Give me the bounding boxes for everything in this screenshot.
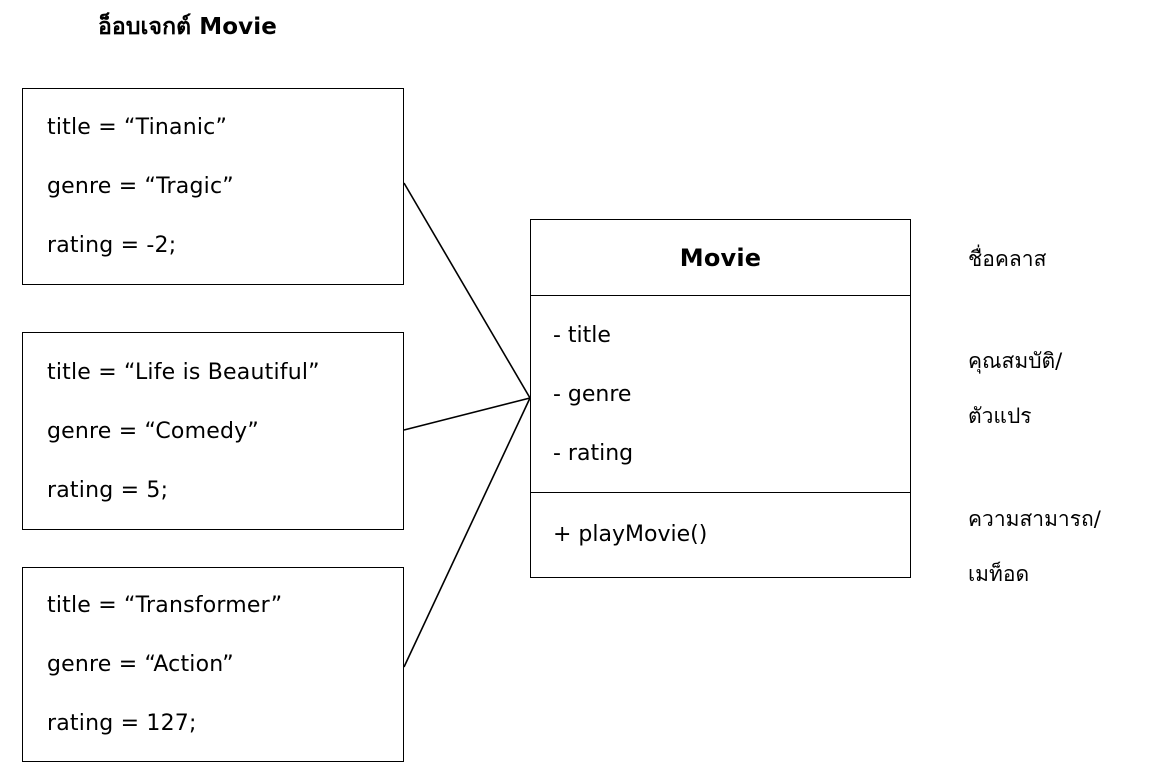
object-field-genre: genre = “Tragic” [47,174,234,199]
class-name-compartment: Movie [531,220,910,296]
object-field-genre: genre = “Comedy” [47,418,259,444]
connector-line-object2 [403,397,531,431]
class-method-playmovie: + playMovie() [553,522,708,547]
connector-line-object1 [403,182,531,399]
object-field-rating: rating = 127; [47,711,197,736]
annotation-methods: ความสามารถ/ เมท็อด [968,492,1101,602]
object-box-life-is-beautiful[interactable]: title = “Life is Beautiful” genre = “Com… [22,332,404,530]
annotation-methods-line2: เมท็อด [968,562,1030,586]
object-field-genre: genre = “Action” [47,652,234,677]
uml-class-box[interactable]: Movie - title - genre - rating + playMov… [530,219,911,578]
class-attribute-rating: - rating [553,440,634,466]
connector-line-object3 [403,397,531,668]
annotation-class-name: ชื่อคลาส [968,232,1046,287]
class-attributes-compartment: - title - genre - rating [531,296,910,493]
object-field-rating: rating = 5; [47,477,169,503]
class-attribute-genre: - genre [553,381,632,407]
annotation-attributes-line2: ตัวแปร [968,404,1032,428]
annotation-methods-line1: ความสามารถ/ [968,507,1101,531]
object-box-transformer[interactable]: title = “Transformer” genre = “Action” r… [22,567,404,762]
object-box-tinanic[interactable]: title = “Tinanic” genre = “Tragic” ratin… [22,88,404,285]
object-field-title: title = “Life is Beautiful” [47,359,320,385]
class-attribute-title: - title [553,322,611,348]
object-field-rating: rating = -2; [47,233,177,258]
annotation-class-name-line: ชื่อคลาส [968,247,1047,271]
object-field-title: title = “Transformer” [47,593,283,618]
annotation-attributes: คุณสมบัติ/ ตัวแปร [968,334,1062,444]
class-methods-compartment: + playMovie() [531,493,910,577]
page-title: อ็อบเจกต์ Movie [98,14,277,40]
object-field-title: title = “Tinanic” [47,115,228,140]
class-name-label: Movie [679,243,762,272]
annotation-attributes-line1: คุณสมบัติ/ [968,349,1063,373]
